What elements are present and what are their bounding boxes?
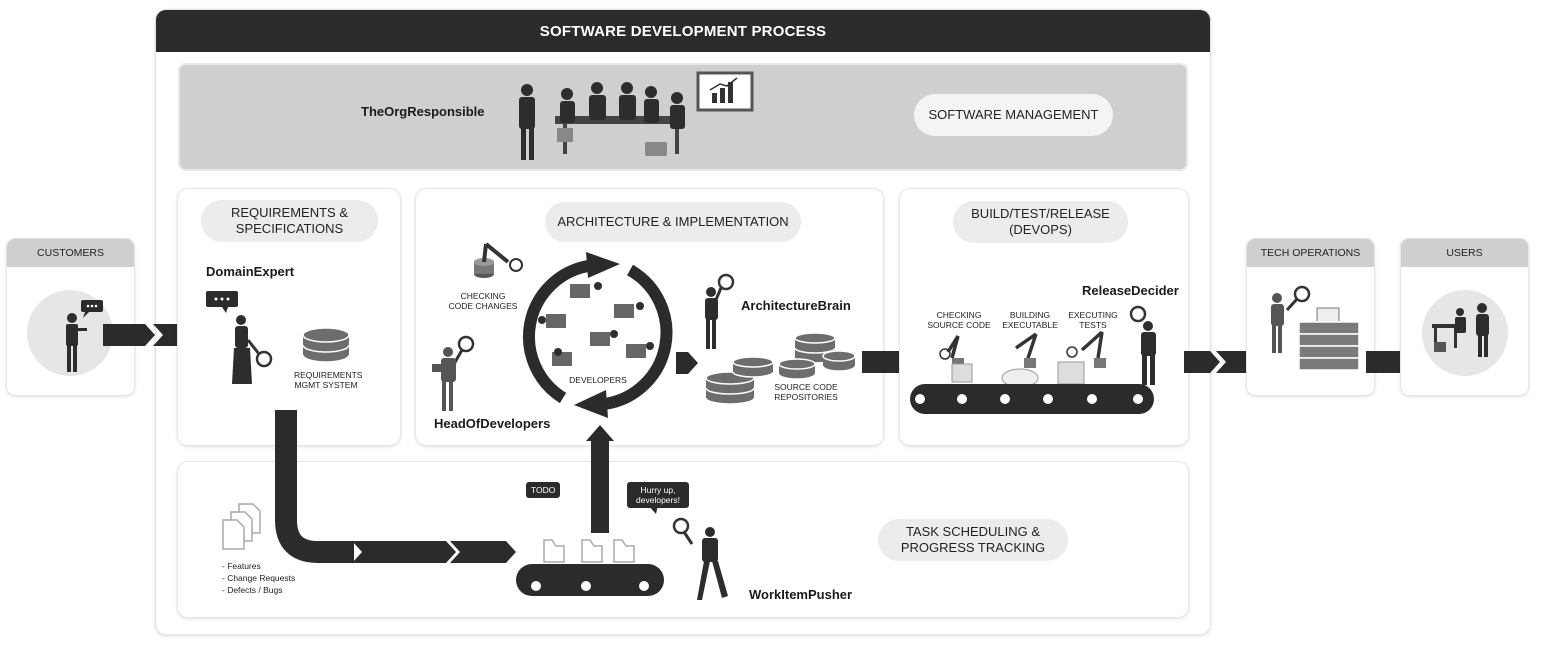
actor-release-decider: ReleaseDecider <box>1082 283 1179 298</box>
work-item-change-requests: - Change Requests <box>222 573 296 583</box>
source-code-repos-label: SOURCE CODE REPOSITORIES <box>770 382 842 402</box>
architecture-brain-illustration <box>705 273 735 349</box>
requirements-pill: REQUIREMENTS & SPECIFICATIONS <box>201 200 378 242</box>
customer-illustration <box>27 290 113 376</box>
requirements-label-line2: SPECIFICATIONS <box>235 221 344 236</box>
customers-label: CUSTOMERS <box>7 239 134 267</box>
requirements-label-line1: REQUIREMENTS & <box>230 205 348 220</box>
source-code-repositories-icon <box>705 332 856 405</box>
bubble-tail <box>648 505 658 514</box>
step2-line2: EXECUTABLE <box>1002 320 1058 330</box>
repo-line2: REPOSITORIES <box>774 392 838 402</box>
requirements-system-label: REQUIREMENTS MGMT SYSTEM <box>294 370 363 390</box>
step2-line1: BUILDING <box>1009 310 1051 320</box>
todo-label: TODO <box>526 482 561 498</box>
meeting-illustration <box>519 71 754 160</box>
scheduling-pill: TASK SCHEDULING & PROGRESS TRACKING <box>878 519 1068 561</box>
actor-work-item-pusher: WorkItemPusher <box>749 587 853 602</box>
req-system-line1: REQUIREMENTS <box>294 370 363 380</box>
work-item-pusher-illustration <box>672 517 728 600</box>
devops-conveyor-illustration <box>910 305 1156 414</box>
documents-icon <box>222 503 261 550</box>
arrow-scheduling-to-developers <box>586 425 614 533</box>
task-conveyor-illustration <box>516 539 664 596</box>
actor-architecture-brain: ArchitectureBrain <box>741 298 851 313</box>
head-of-developers-illustration <box>432 335 475 411</box>
req-system-line2: MGMT SYSTEM <box>294 380 358 390</box>
domain-expert-illustration <box>206 291 273 384</box>
scheduling-label-line1: TASK SCHEDULING & <box>905 524 1041 539</box>
bubble-line1: Hurry up, <box>640 485 676 495</box>
actor-org-responsible: TheOrgResponsible <box>361 104 485 119</box>
step1-line2: SOURCE CODE <box>927 320 991 330</box>
bubble-line2: developers! <box>636 495 680 505</box>
checking-code-changes-label: CHECKING CODE CHANGES <box>444 291 522 311</box>
step3-line1: EXECUTING <box>1068 310 1118 320</box>
step1-line1: CHECKING <box>936 310 982 320</box>
checking-line2: CODE CHANGES <box>448 301 518 311</box>
step3-line2: TESTS <box>1079 320 1107 330</box>
users-label: USERS <box>1401 239 1528 267</box>
tech-operations-illustration <box>1271 285 1360 371</box>
build-step-1-label: CHECKING SOURCE CODE <box>924 310 994 330</box>
software-management-pill: SOFTWARE MANAGEMENT <box>914 94 1113 136</box>
developers-label: DEVELOPERS <box>569 375 627 385</box>
code-check-robot-icon <box>474 242 523 278</box>
hurry-up-bubble: Hurry up, developers! <box>627 482 689 508</box>
architecture-pill: ARCHITECTURE & IMPLEMENTATION <box>545 202 801 242</box>
scheduling-label-line2: PROGRESS TRACKING <box>900 540 1046 555</box>
checking-line1: CHECKING <box>460 291 506 301</box>
work-item-defects-bugs: - Defects / Bugs <box>222 585 283 595</box>
build-pill: BUILD/TEST/RELEASE (DEVOPS) <box>953 201 1128 243</box>
work-item-features: - Features <box>222 561 261 571</box>
actor-head-of-developers: HeadOfDevelopers <box>434 416 551 431</box>
build-label-line2: (DEVOPS) <box>1009 222 1072 237</box>
arrow-requirements-to-scheduling <box>275 410 516 563</box>
repo-line1: SOURCE CODE <box>774 382 838 392</box>
arrow-cycle-to-repos <box>676 352 698 374</box>
build-label-line1: BUILD/TEST/RELEASE <box>971 206 1110 221</box>
developer-cycle-illustration <box>523 252 673 418</box>
process-title: SOFTWARE DEVELOPMENT PROCESS <box>156 10 1210 52</box>
tech-operations-label: TECH OPERATIONS <box>1247 239 1374 267</box>
actor-domain-expert: DomainExpert <box>206 264 295 279</box>
build-step-3-label: EXECUTING TESTS <box>1062 310 1124 330</box>
requirements-database-icon <box>302 327 350 363</box>
users-illustration <box>1422 290 1508 376</box>
build-step-2-label: BUILDING EXECUTABLE <box>997 310 1063 330</box>
